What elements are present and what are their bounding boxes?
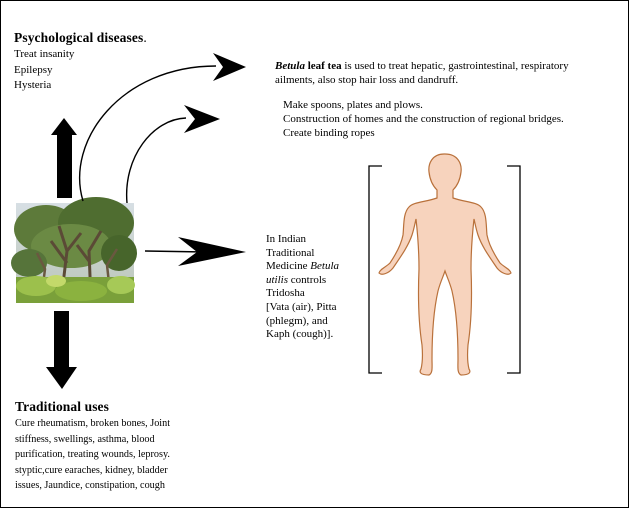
bracket xyxy=(368,165,521,374)
right-arrow xyxy=(144,237,246,266)
tridosha-line: Tridosha xyxy=(266,287,305,300)
curved-arrow xyxy=(125,105,220,204)
wood-uses: Make spoons, plates and plows. Construct… xyxy=(283,98,564,140)
psychological-item: Treat insanity xyxy=(14,48,75,60)
tea-genus: Betula xyxy=(275,60,305,72)
traditional-section: Traditional uses Cure rheumatism, broken… xyxy=(15,399,170,494)
wood-use-item: Create binding ropes xyxy=(283,127,375,139)
tridosha-line: Medicine Betula xyxy=(266,260,340,273)
tridosha-line: Kaph (cough)]. xyxy=(266,328,334,341)
traditional-heading: Traditional uses xyxy=(15,399,109,414)
psychological-item: Epilepsy xyxy=(14,63,53,76)
up-arrow xyxy=(51,118,77,198)
down-arrow xyxy=(46,311,77,389)
psychological-heading: Psychological diseases. xyxy=(14,30,147,45)
traditional-line: styptic,cure earaches, kidney, bladder xyxy=(15,464,168,476)
traditional-line: purification, treating wounds, leprosy. xyxy=(15,449,170,460)
tea-bold: leaf tea xyxy=(304,60,342,72)
traditional-line: stiffness, swellings, asthma, blood xyxy=(15,433,155,445)
tea-note: Betula leaf tea is used to treat hepatic… xyxy=(275,59,569,87)
wood-use-item: Make spoons, plates and plows. xyxy=(283,99,423,111)
tridosha-note: In Indian Traditional Medicine Betula ut… xyxy=(266,233,339,342)
tridosha-line: [Vata (air), Pitta xyxy=(266,300,337,313)
wood-use-item: Construction of homes and the constructi… xyxy=(283,113,564,125)
tea-text-line2: ailments, also stop hair loss and dandru… xyxy=(275,74,459,86)
curved-arrow xyxy=(78,53,246,202)
tridosha-line: utilis controls xyxy=(266,273,327,286)
tree-photo xyxy=(11,197,137,303)
traditional-line: Cure rheumatism, broken bones, Joint xyxy=(15,418,171,429)
human-body-figure xyxy=(378,153,512,376)
psychological-item: Hysteria xyxy=(14,79,52,91)
tridosha-line: In Indian xyxy=(266,233,307,245)
tea-text: is used to treat hepatic, gastrointestin… xyxy=(341,60,569,72)
traditional-line: issues, Jaundice, constipation, cough xyxy=(15,480,165,491)
tridosha-line: Traditional xyxy=(266,246,315,259)
tridosha-line: (phlegm), and xyxy=(266,314,328,327)
psychological-section: Psychological diseases. Treat insanity E… xyxy=(14,30,147,94)
